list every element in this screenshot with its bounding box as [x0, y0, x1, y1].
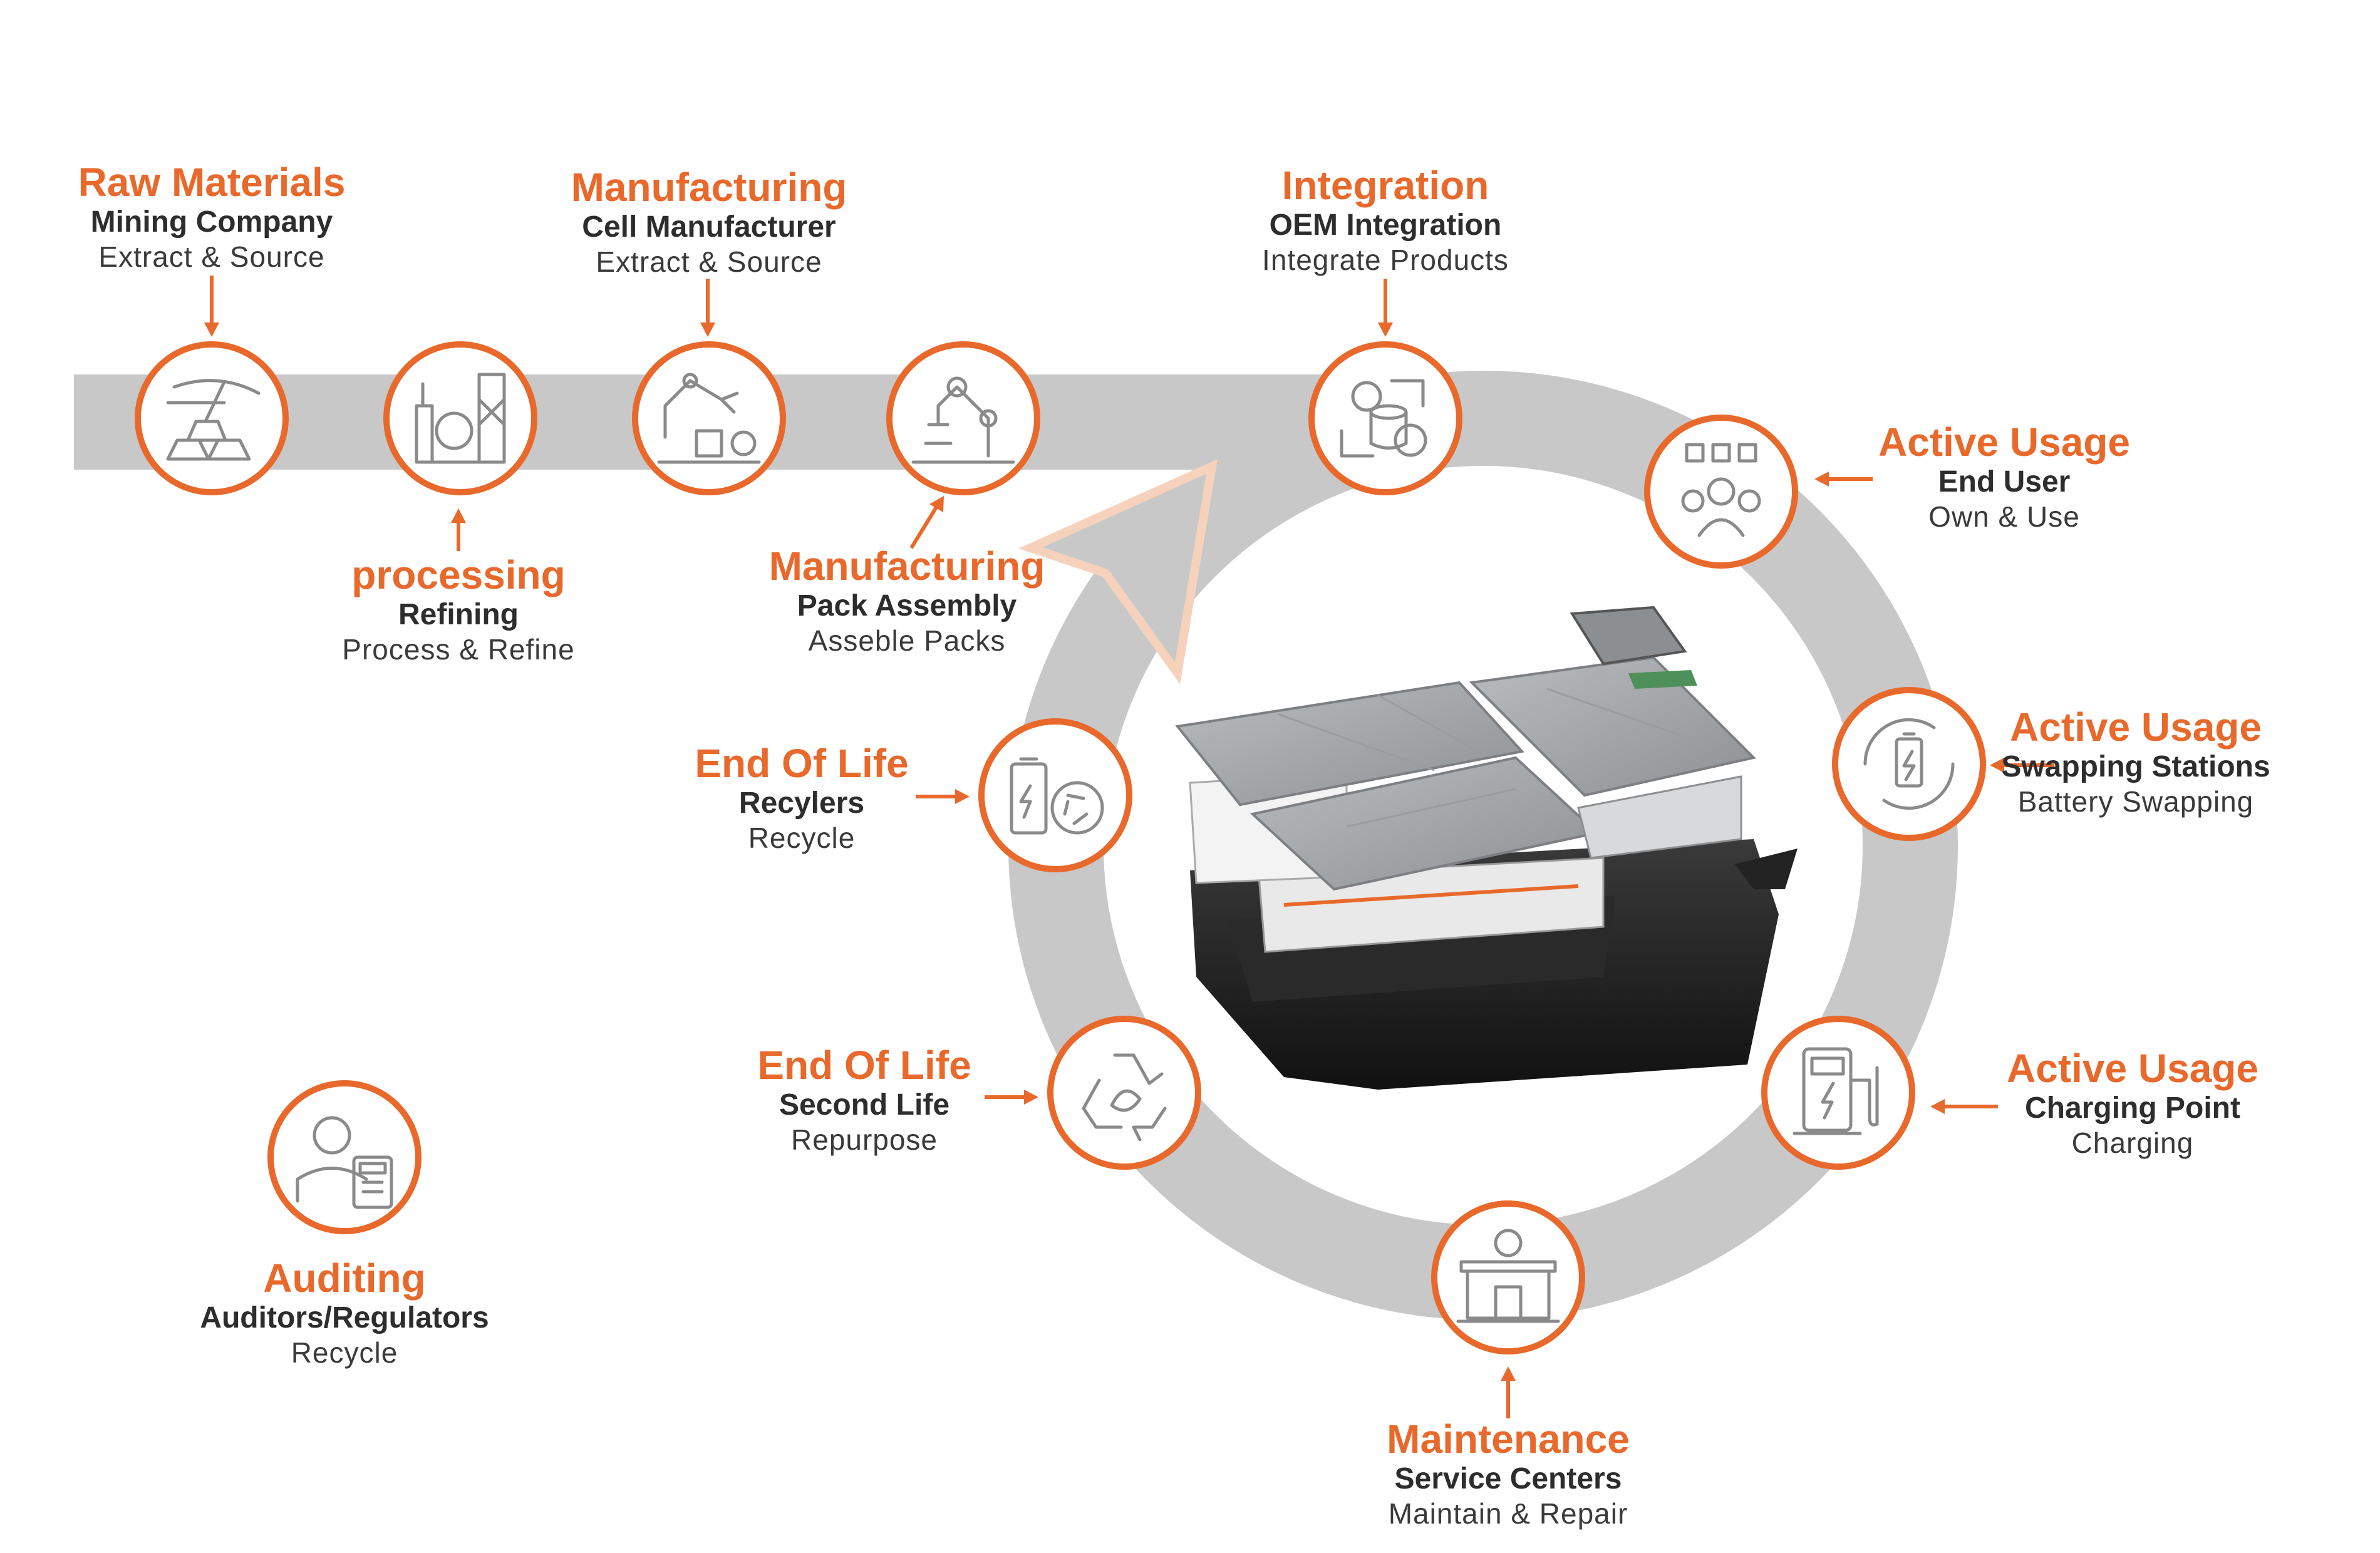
- stage-pack-manufacturing: Manufacturing Pack Assembly Asseble Pack…: [594, 544, 1220, 658]
- circle-processing: [383, 341, 537, 495]
- stage-cell-manufacturing: Manufacturing Cell Manufacturer Extract …: [396, 165, 1022, 279]
- stage-role: Charging Point: [2025, 1091, 2240, 1125]
- arrow-processing: [451, 508, 466, 551]
- stage-title: Integration: [1281, 163, 1489, 208]
- track-arrow-head: [1018, 459, 1218, 684]
- service-center-icon: [1456, 1229, 1560, 1323]
- arrow-raw-materials: [204, 276, 219, 337]
- stage-raw-materials: Raw Materials Mining Company Extract & S…: [0, 160, 525, 274]
- refinery-icon: [415, 373, 506, 464]
- robot-arm-chip-icon: [657, 373, 761, 464]
- circle-swapping: [1832, 687, 1986, 841]
- stage-action: Charging: [2071, 1127, 2194, 1159]
- stage-swapping: Active Usage Swapping Stations Battery S…: [1904, 704, 2367, 818]
- stage-action: Extract & Source: [596, 245, 822, 278]
- stage-title: Active Usage: [2007, 1046, 2258, 1091]
- stage-title: Manufacturing: [571, 165, 847, 210]
- battery-pack-illustration: [1175, 606, 1798, 1090]
- stage-action: Repurpose: [790, 1123, 938, 1156]
- arrow-swapping: [1990, 758, 2054, 773]
- stage-second-life: End Of Life Second Life Repurpose: [551, 1043, 1177, 1157]
- battery-lid-rear: [1577, 775, 1742, 859]
- mining-icon: [166, 379, 261, 461]
- battery-recycle-icon: [1010, 757, 1104, 835]
- circle-end-user: [1644, 415, 1798, 569]
- stage-action: Battery Swapping: [2017, 785, 2254, 818]
- stage-role: Refining: [398, 598, 519, 631]
- stage-auditing: Auditing Auditors/Regulators Recycle: [31, 1256, 658, 1370]
- charging-station-icon: [1793, 1047, 1879, 1135]
- users-icon: [1681, 443, 1761, 537]
- arrow-pack-manufacturing: [909, 496, 944, 549]
- gears-database-icon: [1340, 379, 1427, 458]
- arrow-maintenance: [1501, 1366, 1516, 1418]
- arrow-integration: [1378, 279, 1393, 337]
- stage-role: Swapping Stations: [2001, 750, 2270, 783]
- battery-module: [1570, 606, 1687, 666]
- stage-action: Own & Use: [1928, 500, 2080, 533]
- battery-lid-left: [1175, 681, 1524, 807]
- stage-title: Maintenance: [1387, 1416, 1630, 1462]
- battery-circuit-board: [1628, 670, 1697, 689]
- stage-action: Extract & Source: [98, 240, 325, 273]
- arrow-end-user: [1814, 472, 1873, 487]
- stage-title: Active Usage: [2010, 704, 2262, 750]
- stage-title: Manufacturing: [768, 544, 1045, 589]
- stage-role: Pack Assembly: [797, 589, 1017, 622]
- stage-action: Recycle: [748, 822, 856, 854]
- stage-role: End User: [1938, 465, 2071, 498]
- stage-action: Asseble Packs: [808, 624, 1006, 657]
- stage-charging: Active Usage Charging Point Charging: [1819, 1046, 2380, 1160]
- stage-maintenance: Maintenance Service Centers Maintain & R…: [1195, 1416, 1821, 1530]
- circle-auditing: [267, 1080, 422, 1234]
- stage-title: processing: [351, 552, 566, 597]
- circle-pack-manufacturing: [886, 341, 1040, 495]
- circle-maintenance: [1431, 1200, 1585, 1354]
- pointer-arrows: [204, 276, 2054, 1418]
- auditor-icon: [296, 1116, 393, 1209]
- stage-integration: Integration OEM Integration Integrate Pr…: [1072, 163, 1699, 277]
- circle-raw-materials: [135, 341, 289, 495]
- stage-action: Integrate Products: [1262, 244, 1509, 276]
- stage-role: Service Centers: [1394, 1462, 1622, 1495]
- stage-role: Auditors/Regulators: [200, 1301, 489, 1334]
- stage-recyclers: End Of Life Recylers Recycle: [489, 741, 1115, 855]
- stage-role: Cell Manufacturer: [582, 210, 836, 244]
- circle-cell-manufacturing: [632, 341, 786, 495]
- stage-processing: processing Refining Process & Refine: [145, 552, 772, 666]
- arrow-charging: [1930, 1099, 1998, 1114]
- recycle-leaf-icon: [1082, 1053, 1167, 1142]
- stage-title: Active Usage: [1878, 420, 2130, 465]
- circle-charging: [1761, 1016, 1915, 1170]
- stage-action: Process & Refine: [342, 633, 575, 666]
- stage-end-user: Active Usage End User Own & Use: [1691, 420, 2317, 534]
- robot-arm-icon: [911, 376, 1015, 464]
- stage-role: OEM Integration: [1269, 209, 1502, 242]
- stage-action: Maintain & Repair: [1388, 1497, 1628, 1530]
- stage-role: Second Life: [779, 1088, 950, 1122]
- stage-role: Recylers: [738, 787, 865, 820]
- arrow-second-life: [985, 1090, 1038, 1105]
- stage-title: Raw Materials: [78, 160, 346, 205]
- battery-lid-right: [1469, 656, 1756, 797]
- arrow-cell-manufacturing: [700, 279, 715, 337]
- stage-action: Recycle: [291, 1336, 398, 1369]
- stage-title: End Of Life: [757, 1043, 971, 1088]
- stage-title: Auditing: [263, 1256, 426, 1301]
- stage-role: Mining Company: [90, 205, 333, 239]
- stage-title: End Of Life: [695, 741, 909, 786]
- arrow-recyclers: [916, 789, 970, 804]
- battery-swap-icon: [1863, 718, 1955, 810]
